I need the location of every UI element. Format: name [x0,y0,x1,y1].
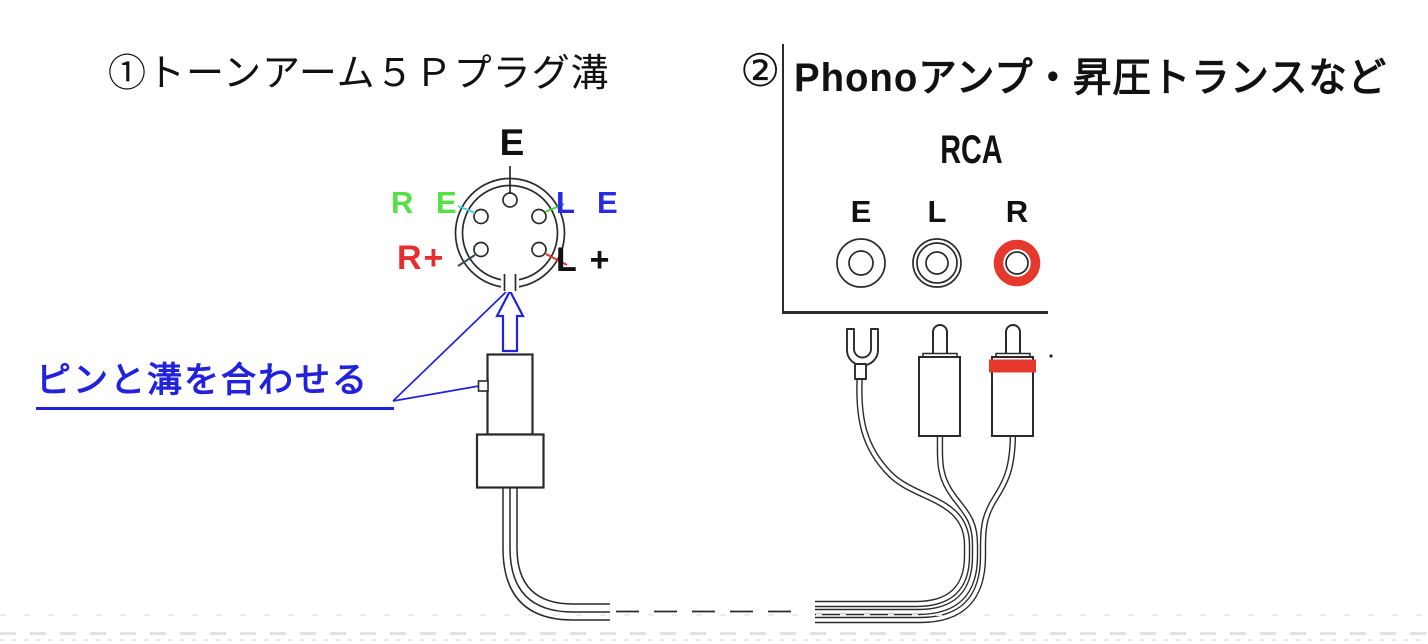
pin-label-left-plus: L + [556,241,612,279]
jack-r-center [1005,251,1029,275]
section2-title: Phonoアンプ・昇圧トランスなど [794,56,1388,100]
pin-right-plus [473,241,489,258]
plug-l-body [918,356,961,437]
ground-fork-terminal [846,328,879,380]
cable-l-outer [815,429,979,616]
plug-upper-shell [486,353,534,436]
jack-l-second-ring [916,242,958,284]
jack-l-outer-ring [912,238,962,288]
bottom-edge-pattern-row2 [0,632,1428,635]
rca-jack-e [836,238,886,288]
jack-l-center [925,251,949,275]
up-arrow [495,288,525,353]
plug-align-pin [477,380,489,392]
leader-to-plug-pin [392,385,480,402]
plug-r-pin [1005,324,1021,357]
right-plus-leader [457,254,476,267]
jack-e-outer-ring [836,238,886,288]
cable-left-line-3 [502,486,610,621]
right-earth-leader [457,205,476,214]
rca-jack-r [993,239,1041,287]
pin-label-earth: E [499,122,525,163]
cable-l-core [815,429,977,614]
section1-title: ①トーンアーム５Ｐプラグ溝 [108,53,610,95]
cable-fork-core [815,371,969,606]
connector-inner-ring [461,184,559,282]
align-annotation-lines [392,291,507,402]
pin-label-right-plus: R+ [397,239,446,277]
plug-l-pin [932,324,948,357]
pin-left-plus [531,241,547,258]
plug-lower-shell [475,433,545,489]
pin-right-earth [473,208,489,225]
pin-leader-lines [457,203,568,267]
phono-equipment-box [782,44,1048,314]
din5-plug-body [475,353,545,489]
pin-left-earth [531,208,547,225]
pin-earth [502,192,518,208]
cable-r-core [815,429,1015,622]
rca-connector-type-label: RCA [940,128,1003,172]
pin-label-right-earth: R E [391,185,464,220]
rca-jack-l [912,238,962,288]
jack-label-r: R [1005,194,1029,229]
rca-plug-l [918,324,961,437]
plug-r-red-band [989,359,1036,373]
pin-label-left-earth: L E [556,185,625,220]
section2-badge: ② [740,45,781,96]
jack-label-l: L [927,194,947,229]
left-plus-leader [545,253,568,266]
stray-dot [1049,354,1053,358]
jack-r-red-ring [993,239,1041,287]
leader-to-groove [392,291,507,402]
bottom-edge-pattern-row3 [0,639,1428,641]
notch-gap [501,272,519,292]
left-earth-leader [544,203,565,213]
jack-label-e: E [850,194,872,229]
fork-u-shape [846,328,879,367]
cable-left-line-1 [516,486,610,605]
connector-outer-ring [454,177,566,289]
align-pin-groove-note: ピンと溝を合わせる [36,352,394,410]
fork-stem [854,363,867,380]
cable-left-line-2 [509,486,610,613]
din5-connector-face [454,166,566,289]
bottom-edge-pattern-row1 [0,614,1428,616]
cables-right [815,371,1017,624]
cable-left [502,486,610,621]
jack-e-center [848,250,874,276]
rca-plug-r [989,324,1036,437]
connector-groove-notch [501,272,519,292]
